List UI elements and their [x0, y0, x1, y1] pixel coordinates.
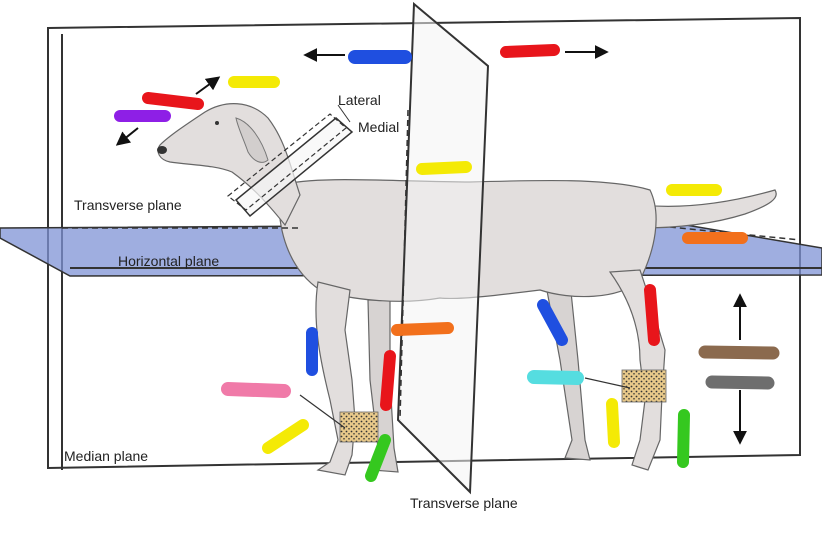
label-lateral: Lateral: [338, 92, 381, 108]
marker-brown-right: [698, 345, 780, 360]
transverse-plane-neck-dashed: [227, 113, 347, 211]
marker-pink-front: [221, 382, 291, 398]
pointer-lateral: [337, 104, 351, 123]
label-transverse-plane-lower: Transverse plane: [410, 495, 518, 511]
marker-green-front-paw: [365, 434, 391, 482]
arrow-down-left-icon: [115, 127, 139, 146]
pointer-hind-tarsus: [584, 377, 631, 389]
arrow-up-right-icon: [195, 76, 221, 95]
transverse-plane-trunk-dashed: [399, 109, 409, 421]
marker-yellow-front-paw: [262, 419, 309, 454]
marker-red-head: [142, 92, 204, 110]
marker-gray-right: [705, 375, 775, 390]
label-median-plane: Median plane: [64, 448, 148, 464]
marker-orange-front: [391, 322, 454, 336]
marker-strokes: [114, 44, 780, 482]
marker-red-front: [380, 350, 396, 411]
label-transverse-plane-upper: Transverse plane: [74, 197, 182, 213]
marker-green-hind-paw: [677, 409, 690, 468]
hind-tarsus-highlight: [621, 369, 667, 403]
transverse-plane-neck: [234, 117, 354, 218]
marker-yellow-mid: [416, 161, 472, 175]
label-horizontal-plane: Horizontal plane: [118, 253, 219, 269]
marker-red-hind: [644, 284, 660, 346]
marker-yellow-hind-paw: [606, 398, 620, 448]
label-medial: Medial: [358, 119, 399, 135]
marker-cyan-hind: [527, 370, 584, 385]
front-carpus-highlight: [339, 411, 379, 443]
marker-blue-hind: [537, 299, 568, 346]
pointer-front-carpus: [299, 394, 346, 429]
marker-red-top-right: [500, 44, 560, 58]
